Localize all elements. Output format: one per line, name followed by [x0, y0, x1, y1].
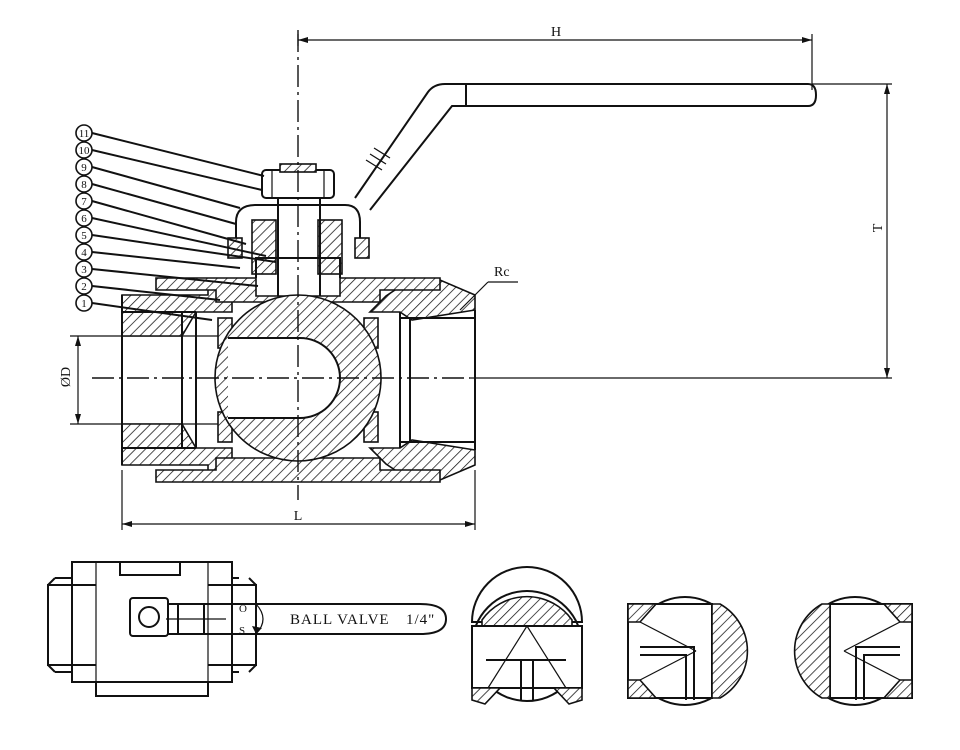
callout-balloon — [75, 260, 93, 278]
callout-number: 10 — [79, 145, 91, 157]
callout-balloon — [75, 209, 93, 227]
callout-leader — [91, 200, 247, 245]
handle-text: BALL VALVE — [290, 612, 390, 628]
dimension-t: T — [470, 83, 892, 379]
section-view: H T L ØD — [59, 25, 892, 530]
dimension-l-label: L — [294, 509, 303, 524]
callout-balloon — [75, 158, 93, 176]
callout-leader — [91, 234, 277, 263]
callout-leader — [91, 132, 265, 177]
stem — [277, 197, 321, 307]
callout-leader — [91, 166, 241, 209]
callout-balloon — [75, 124, 93, 142]
shut-mark: S — [239, 625, 245, 637]
callout-balloon — [75, 175, 93, 193]
part-callouts: 11 10 9 8 7 6 5 4 3 2 1 — [75, 124, 277, 321]
size-text: 1/4" — [406, 612, 435, 628]
dimension-t-label: T — [871, 223, 886, 232]
callout-number: 11 — [79, 128, 90, 140]
callout-number: 1 — [81, 298, 87, 310]
callout-number: 4 — [81, 247, 87, 259]
callout-number: 6 — [81, 213, 87, 225]
callout-number: 5 — [81, 230, 87, 242]
callout-leader — [91, 251, 241, 269]
ball-position-c — [793, 596, 913, 706]
callout-leader — [91, 149, 263, 191]
callout-number: 7 — [81, 196, 87, 208]
ball-position-a — [470, 566, 584, 705]
dimension-h: H — [297, 25, 813, 90]
callout-balloon — [75, 192, 93, 210]
dimension-d-label: ØD — [59, 367, 74, 387]
callout-leader — [91, 183, 237, 225]
callout-number: 2 — [81, 281, 87, 293]
dimension-h-label: H — [551, 25, 561, 40]
callout-balloon — [75, 277, 93, 295]
top-view-handle: O S BALL VALVE 1/4" — [166, 603, 448, 637]
callout-number: 3 — [81, 264, 87, 276]
callout-balloon — [75, 294, 93, 312]
lever-handle — [354, 83, 818, 211]
ball-position-b — [627, 596, 749, 706]
callout-number: 9 — [81, 162, 87, 174]
rc-label: Rc — [494, 265, 510, 280]
callout-number: 8 — [81, 179, 87, 191]
callout-leader — [91, 217, 267, 257]
callout-balloon — [75, 141, 93, 159]
gland — [227, 204, 370, 275]
rc-callout: Rc — [459, 265, 518, 311]
callout-balloon — [75, 243, 93, 261]
dimension-l: L — [121, 470, 476, 530]
dimension-d: ØD — [59, 335, 232, 425]
callout-leader — [91, 302, 213, 321]
callout-balloon — [75, 226, 93, 244]
top-view: O S BALL VALVE 1/4" — [47, 561, 448, 697]
callout-leader — [91, 285, 221, 301]
open-mark: O — [239, 603, 247, 615]
callout-leader — [91, 268, 259, 287]
